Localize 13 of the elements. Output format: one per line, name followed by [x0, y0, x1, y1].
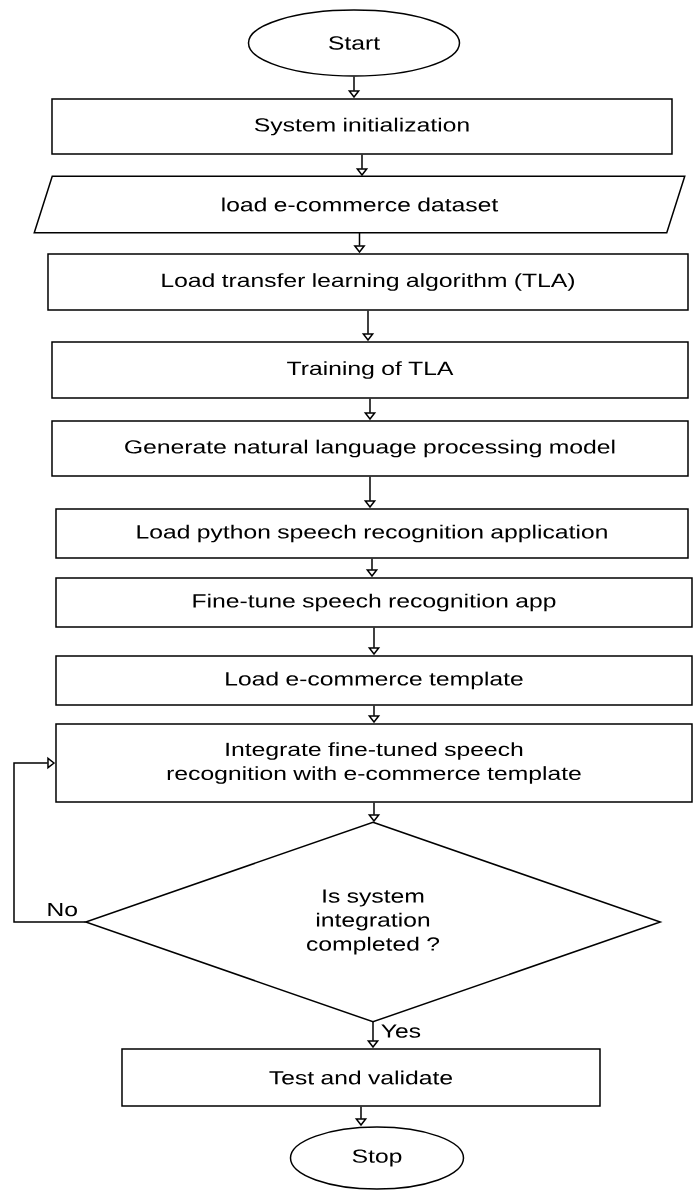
process-box: Fine-tune speech recognition app [55, 577, 693, 628]
process-box: Load python speech recognition application [55, 508, 689, 559]
process-box: Integrate fine-tuned speech recognition with e-commerce template [55, 723, 693, 803]
edge-label: Yes [379, 1023, 423, 1039]
arrow [13, 756, 87, 923]
process-box: Generate natural language processing model [51, 420, 689, 477]
input-parallelogram: load e-commerce dataset [33, 175, 686, 234]
process-box: Load transfer learning algorithm (TLA) [47, 253, 689, 311]
process-box: Training of TLA [51, 341, 689, 399]
process-box: Test and validate [121, 1048, 601, 1107]
process-box: System initialization [51, 98, 673, 155]
edge-label: No [45, 902, 79, 918]
process-box: Load e-commerce template [55, 655, 693, 706]
